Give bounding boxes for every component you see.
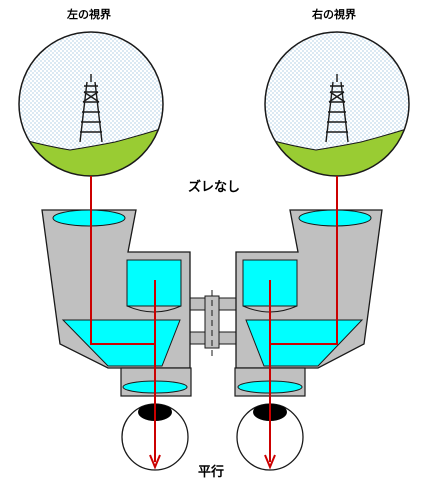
tower-icon (79, 74, 103, 143)
left-view-label: 左の視界 (67, 8, 111, 21)
left-light-ray (90, 176, 161, 470)
parallel-label: 平行 (198, 465, 225, 480)
right-objective-lens (298, 209, 372, 227)
right-view-circle (264, 31, 410, 177)
left-view-circle (18, 31, 164, 177)
right-binocular-body (234, 209, 383, 397)
hinge-bridge (189, 290, 237, 356)
tower-icon (325, 74, 349, 143)
left-objective-lens (52, 209, 126, 227)
left-binocular-body (41, 209, 192, 397)
right-light-ray (264, 176, 338, 470)
right-view-label: 右の視界 (312, 8, 356, 21)
no-shift-label: ズレなし (188, 180, 241, 195)
